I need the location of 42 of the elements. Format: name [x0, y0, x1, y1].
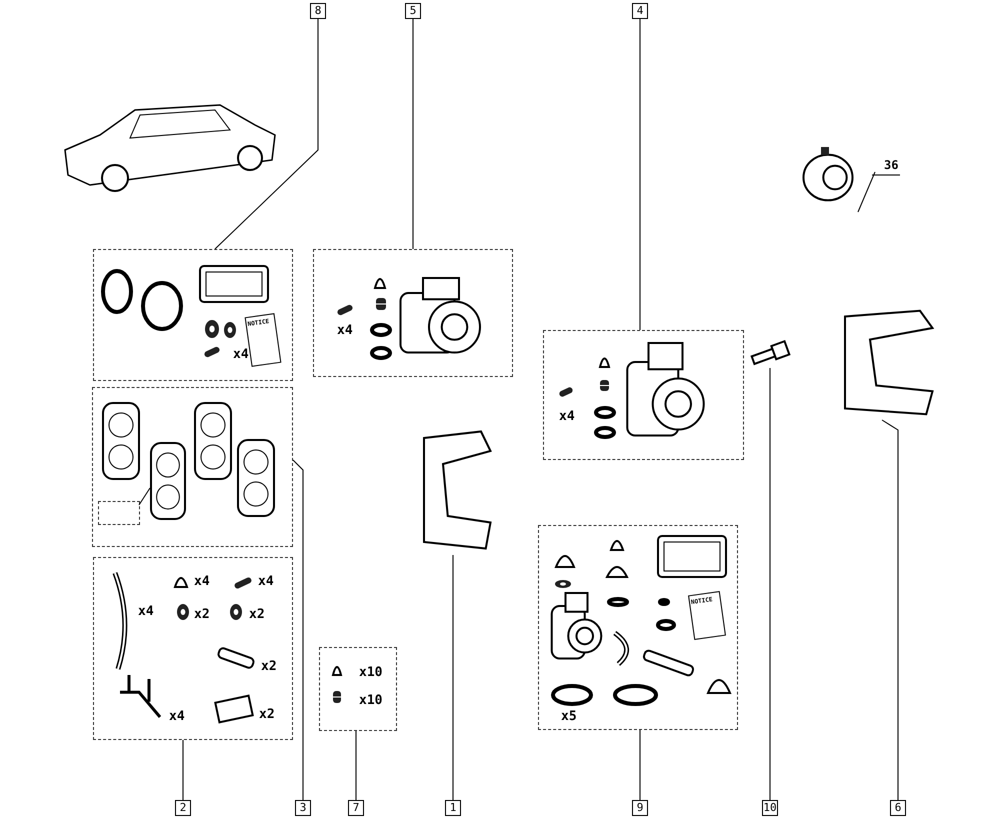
kit-group-frame: [543, 330, 744, 460]
quantity-label: x10: [359, 665, 382, 680]
quantity-label: x4: [233, 347, 249, 362]
brake-pad-drawing: [149, 441, 187, 521]
callout-number: 2: [175, 800, 191, 816]
bleed-screw-drawing: [750, 340, 790, 368]
quantity-label: x4: [138, 604, 154, 619]
callout-number: 9: [632, 800, 648, 816]
quantity-label: x4: [194, 574, 210, 589]
kit-group-frame: [319, 647, 397, 731]
kit-group-frame: [93, 249, 293, 381]
leader-line: [882, 420, 898, 800]
quantity-label: x10: [359, 693, 382, 708]
kit-group-frame: [313, 249, 513, 377]
leader-line: [214, 18, 318, 250]
callout-number: 8: [310, 3, 326, 19]
leader-line: [292, 460, 304, 800]
dimension-label: 36: [884, 158, 898, 172]
quantity-label: x2: [259, 707, 275, 722]
leader-line: [412, 18, 414, 250]
leader-line: [452, 554, 454, 800]
callout-number: 10: [762, 800, 778, 816]
quantity-label: x4: [337, 323, 353, 338]
callout-number: 5: [405, 3, 421, 19]
kit-group-frame: [93, 557, 293, 740]
callout-number: 4: [632, 3, 648, 19]
callout-number: 1: [445, 800, 461, 816]
quantity-label: x2: [194, 607, 210, 622]
quantity-label: x4: [169, 709, 185, 724]
leader-line: [138, 488, 150, 506]
quantity-label: x2: [249, 607, 265, 622]
quantity-label: x4: [258, 574, 274, 589]
callout-number: 7: [348, 800, 364, 816]
quantity-label: x4: [559, 409, 575, 424]
quantity-label: x5: [561, 709, 577, 724]
dashed-frame: [98, 501, 140, 525]
callout-number: 6: [890, 800, 906, 816]
kit-group-frame: [92, 387, 293, 547]
quantity-label: x2: [261, 659, 277, 674]
leader-line: [182, 740, 184, 800]
callout-number: 3: [295, 800, 311, 816]
kit-group-frame: [538, 525, 738, 730]
